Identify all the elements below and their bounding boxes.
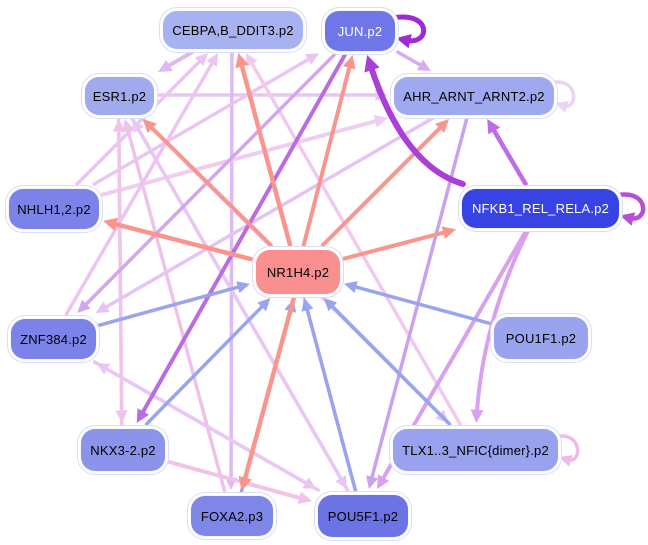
edge-nr1h4-cebpa [238,60,293,248]
node-label-pou5f1: POU5F1.p2 [327,508,399,524]
node-jun[interactable]: JUN.p2 [324,10,396,52]
edge-nr1h4-foxa2-arrowhead [238,475,252,492]
edge-nhlh-jun [92,55,314,186]
edge-nkx3_2-esr1 [117,126,124,426]
edge-pou1f1-nr1h4-arrowhead [344,281,358,293]
node-foxa2[interactable]: FOXA2.p3 [190,495,274,537]
node-label-nfkb1: NFKB1_REL_RELA.p2 [471,201,610,216]
edge-tlx-nr1h4-arrowhead [323,298,338,312]
edge-pou1f1-nr1h4 [350,284,491,325]
node-label-esr1: ESR1.p2 [92,88,147,104]
edge-znf384-cebpa [64,58,216,316]
edge-cebpa-esr1-arrowhead [158,59,173,73]
edge-cebpa-esr1 [163,50,195,70]
node-nhlh[interactable]: NHLH1,2.p2 [8,188,100,230]
self-loop-nfkb1 [609,192,646,221]
node-znf384[interactable]: ZNF384.p2 [10,318,97,360]
edge-pou5f1-esr1 [135,124,350,492]
node-label-nr1h4: NR1H4.p2 [266,264,330,280]
node-label-foxa2: FOXA2.p3 [200,508,264,524]
edge-nr1h4-esr1 [147,123,273,247]
edge-znf384-cebpa-arrowhead [206,53,219,67]
self-loop-nfkb1-arrowhead [620,212,636,226]
edge-nfkb1-tlx [474,229,530,416]
edge-nfkb1-ahr-arrowhead [487,119,501,135]
edge-nr1h4-nfkb1 [341,229,450,261]
edge-nhlh-ahr-arrowhead [373,115,388,128]
edge-ahr-pou5f1-arrowhead [366,475,378,489]
edge-jun-znf384 [81,52,337,309]
edge-nr1h4-jun [301,61,353,247]
edge-nfkb1-jun [367,62,466,187]
edge-tlx-cebpa-arrowhead [245,53,258,67]
edge-ahr-pou5f1 [369,116,469,483]
node-tlx[interactable]: TLX1..3_NFIC{dimer}.p2 [392,428,559,472]
edge-nhlh-cebpa-arrowhead [194,53,208,67]
node-label-nkx3_2: NKX3-2.p2 [90,442,156,458]
edge-znf384-nr1h4 [97,284,244,328]
edge-nkx3_2-pou5f1-arrowhead [297,491,312,505]
edge-ahr-znf384-arrowhead [95,301,110,313]
self-loop-jun [385,14,427,44]
edge-nr1h4-ahr [321,123,445,247]
edge-nr1h4-nhlh-arrowhead [103,217,119,232]
node-pou5f1[interactable]: POU5F1.p2 [317,494,409,538]
edge-nr1h4-foxa2 [241,295,297,484]
edge-jun-nkx3_2-arrowhead [136,408,149,423]
node-label-ahr: AHR_ARNT_ARNT2.p2 [403,88,545,104]
node-esr1[interactable]: ESR1.p2 [84,76,155,116]
edge-nr1h4-jun-arrowhead [342,55,356,70]
edge-nfkb1-pou5f1-arrowhead [377,474,390,489]
edge-nkx3_2-pou5f1 [166,459,306,501]
edge-nfkb1-jun-arrowhead [364,55,380,73]
self-loop-ahr-arrowhead [555,101,569,113]
edge-nhlh-jun-arrowhead [305,53,319,65]
edge-nr1h4-esr1-arrowhead [142,119,157,133]
node-label-cebpa: CEBPA,B_DDIT3.p2 [172,22,294,38]
node-ahr[interactable]: AHR_ARNT_ARNT2.p2 [393,76,555,116]
edge-tlx-cebpa [248,58,462,426]
edge-pou5f1-znf384-arrowhead [96,363,111,375]
node-pou1f1[interactable]: POU1F1.p2 [493,316,589,360]
edge-nfkb1-ahr [489,125,528,187]
edge-foxa2-esr1 [125,125,227,493]
edge-pou5f1-nr1h4 [304,304,358,492]
node-nfkb1[interactable]: NFKB1_REL_RELA.p2 [461,188,620,229]
node-nr1h4[interactable]: NR1H4.p2 [255,249,341,295]
edge-nfkb1-tlx-arrowhead [470,409,484,423]
node-label-pou1f1: POU1F1.p2 [505,330,577,346]
self-loop-ahr [545,80,576,108]
edge-jun-ahr-arrowhead [416,59,431,71]
edge-ahr-znf384 [101,116,435,311]
node-label-tlx: TLX1..3_NFIC{dimer}.p2 [402,442,549,458]
edge-jun-znf384-arrowhead [77,299,91,313]
edge-nr1h4-ahr-arrowhead [435,119,449,133]
self-loop-tlx-arrowhead [559,455,573,467]
self-loop-jun-arrowhead [396,34,412,49]
self-loop-tlx [549,434,580,462]
node-label-nhlh: NHLH1,2.p2 [17,201,91,217]
edge-nkx3_2-esr1-arrowhead [112,119,125,132]
edge-nr1h4-cebpa-arrowhead [235,53,249,69]
edge-jun-ahr [396,50,426,69]
edge-nkx3_2-nr1h4 [144,302,267,426]
edge-znf384-nr1h4-arrowhead [236,281,250,294]
edge-pou5f1-nr1h4-arrowhead [301,298,314,312]
edge-nr1h4-nhlh [110,221,254,262]
edge-nhlh-cebpa [75,57,204,186]
edge-pou5f1-esr1-arrowhead [132,119,145,133]
node-label-znf384: ZNF384.p2 [20,331,87,347]
edge-jun-nkx3_2 [139,52,348,417]
edge-tlx-nr1h4 [328,302,452,426]
edge-foxa2-esr1-arrowhead [122,119,135,133]
edge-nkx3_2-nr1h4-arrowhead [257,298,271,312]
node-label-jun: JUN.p2 [337,23,383,39]
node-nkx3_2[interactable]: NKX3-2.p2 [80,428,166,472]
edge-pou5f1-znf384 [102,365,321,492]
edge-nr1h4-nfkb1-arrowhead [441,226,456,239]
edge-cebpa-foxa2 [229,50,234,483]
node-cebpa[interactable]: CEBPA,B_DDIT3.p2 [162,10,304,50]
